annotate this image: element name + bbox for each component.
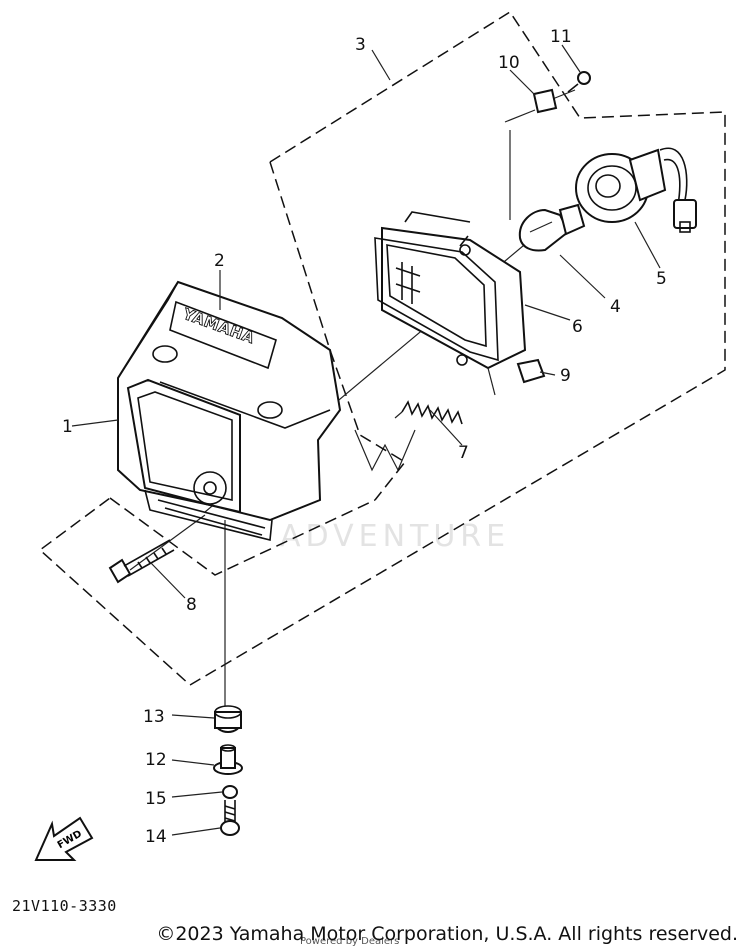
assembly-outline-lower (109, 497, 376, 576)
bracket-line-2 (504, 109, 536, 123)
grommet (214, 705, 242, 733)
callouts: 1 2 3 4 5 6 7 8 9 10 11 12 13 14 15 (62, 27, 667, 847)
bolt (108, 539, 175, 584)
callout-1: 1 (62, 417, 73, 437)
headlight-bulb (518, 203, 586, 252)
callout-7: 7 (458, 443, 469, 463)
assembly-outline-mid (269, 161, 407, 501)
small-screw (567, 71, 591, 93)
collar (213, 744, 243, 775)
callout-5: 5 (656, 269, 667, 289)
diagram-code: 21V110-3330 (12, 897, 117, 915)
copyright-notice: ©2023 Yamaha Motor Corporation, U.S.A. A… (156, 923, 738, 945)
bolt-line (129, 514, 206, 571)
screw (220, 800, 240, 836)
clip (532, 88, 558, 114)
callout-2: 2 (214, 251, 225, 271)
nut-line (487, 367, 496, 396)
callout-15: 15 (145, 789, 167, 809)
callout-14: 14 (145, 827, 167, 847)
callout-leaders (71, 44, 661, 836)
nut (516, 358, 546, 384)
callout-10: 10 (498, 53, 520, 73)
bulb-socket (575, 147, 697, 233)
callout-11: 11 (550, 27, 572, 47)
callout-8: 8 (186, 595, 197, 615)
callout-12: 12 (145, 750, 167, 770)
washer (222, 785, 238, 799)
headlight-cover: YAMAHA (117, 280, 342, 542)
watermark: ADVENTURE Powered by Dealers (280, 429, 510, 947)
fwd-arrow-icon: FWD (34, 816, 94, 861)
adjusting-spring (394, 400, 463, 425)
assembly-outline-upper (38, 10, 726, 686)
callout-4: 4 (610, 297, 621, 317)
watermark-text: ADVENTURE (280, 519, 510, 554)
callout-9: 9 (560, 366, 571, 386)
headlight-unit (374, 211, 527, 370)
callout-13: 13 (143, 707, 165, 727)
callout-3: 3 (355, 35, 366, 55)
callout-6: 6 (572, 317, 583, 337)
watermark-sub: Powered by Dealers (300, 936, 399, 947)
